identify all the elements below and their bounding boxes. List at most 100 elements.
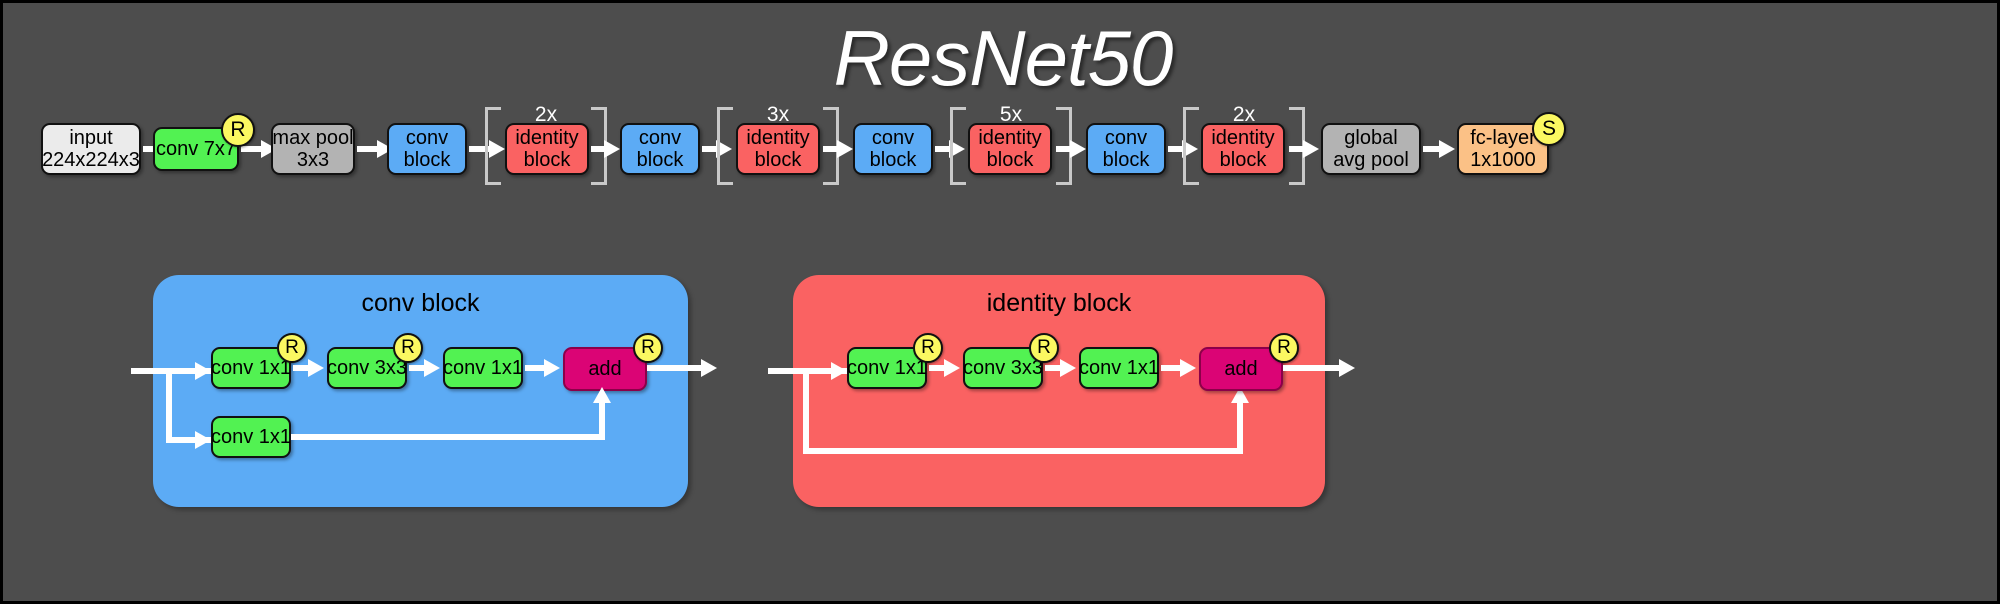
- pipeline-node-identity-block-3[interactable]: identity block: [968, 123, 1052, 175]
- pipeline-node-conv-block-2[interactable]: conv block: [620, 123, 700, 175]
- conv-block-shortcut-riser: [599, 399, 605, 437]
- arrow-line: [1161, 365, 1185, 371]
- node-label-line1: identity: [1211, 126, 1275, 149]
- node-label: conv 3x3: [326, 356, 408, 379]
- arrow-line: [929, 365, 949, 371]
- identity-block-add[interactable]: add: [1199, 347, 1283, 391]
- node-label-line1: fc-layer: [1470, 126, 1536, 149]
- node-label-line1: identity: [746, 126, 810, 149]
- node-label-line1: conv: [1104, 126, 1148, 149]
- node-label-line1: conv: [638, 126, 682, 149]
- conv-block-add[interactable]: add: [563, 347, 647, 391]
- conv-block-shortcut-conv-1x1[interactable]: conv 1x1: [211, 416, 291, 458]
- node-label-line1: identity: [978, 126, 1042, 149]
- node-label-line1: conv 7x7: [155, 137, 237, 160]
- node-label-line2: 3x3: [296, 149, 330, 171]
- node-label-line2: block: [403, 149, 451, 171]
- repeat-bracket-left: [1183, 107, 1199, 185]
- node-label: conv 1x1: [442, 356, 524, 379]
- node-label: add: [588, 357, 622, 380]
- badge-label: S: [1541, 117, 1556, 140]
- node-label-line1: identity: [515, 126, 579, 149]
- pipeline-node-input[interactable]: input 224x224x3: [41, 123, 141, 175]
- arrow-head: [544, 359, 560, 377]
- arrow-line: [525, 365, 549, 371]
- repeat-count: 3x: [766, 103, 790, 126]
- repeat-count: 2x: [534, 103, 558, 126]
- arrow-head: [716, 140, 732, 158]
- node-label-line2: block: [1102, 149, 1150, 171]
- arrow-line: [293, 365, 313, 371]
- arrow-head: [1060, 359, 1076, 377]
- conv-block-input-line: [131, 368, 213, 374]
- identity-block-output-line: [1283, 365, 1349, 371]
- arrow-line: [935, 146, 955, 152]
- node-label-line2: block: [986, 149, 1034, 171]
- pipeline-node-maxpool[interactable]: max pool 3x3: [271, 123, 355, 175]
- conv-block-shortcut-line: [166, 437, 213, 443]
- node-label-line2: block: [1219, 149, 1267, 171]
- badge-label: R: [1277, 337, 1291, 358]
- pipeline-node-conv-block-3[interactable]: conv block: [853, 123, 933, 175]
- pipeline-node-identity-block-4[interactable]: identity block: [1201, 123, 1285, 175]
- conv-block-conv-1x1-b[interactable]: conv 1x1: [443, 347, 523, 389]
- relu-badge-icon: R: [1269, 333, 1299, 363]
- conv-block-panel-title: conv block: [361, 289, 480, 317]
- pipeline-node-conv-block-1[interactable]: conv block: [387, 123, 467, 175]
- badge-label: R: [230, 118, 246, 141]
- pipeline-node-global-avg-pool[interactable]: global avg pool: [1321, 123, 1421, 175]
- arrow-head: [701, 359, 717, 377]
- arrow-line: [1423, 146, 1445, 152]
- arrow-head: [604, 140, 620, 158]
- arrow-head: [424, 359, 440, 377]
- pipeline-node-identity-block-2[interactable]: identity block: [736, 123, 820, 175]
- node-label: conv 1x1: [210, 425, 292, 448]
- node-label-line1: conv: [405, 126, 449, 149]
- arrow-head: [195, 362, 211, 380]
- conv-block-shortcut-branch: [166, 368, 172, 443]
- repeat-count: 2x: [1232, 103, 1256, 126]
- conv-block-output-line: [647, 365, 711, 371]
- relu-badge-icon: R: [913, 333, 943, 363]
- badge-label: R: [401, 337, 415, 358]
- arrow-line: [823, 146, 843, 152]
- badge-label: R: [641, 337, 655, 358]
- identity-block-conv-1x1-b[interactable]: conv 1x1: [1079, 347, 1159, 389]
- arrow-head: [195, 431, 211, 449]
- arrow-head: [489, 140, 505, 158]
- node-label-line2: 1x1000: [1470, 149, 1536, 171]
- relu-badge-icon: R: [1029, 333, 1059, 363]
- pipeline-node-conv-block-4[interactable]: conv block: [1086, 123, 1166, 175]
- arrow-head: [1182, 140, 1198, 158]
- arrow-head: [949, 140, 965, 158]
- arrow-head: [837, 140, 853, 158]
- node-label-line2: block: [869, 149, 917, 171]
- node-label-line1: conv: [871, 126, 915, 149]
- arrow-line: [357, 146, 377, 152]
- identity-block-conv-1x1-a[interactable]: conv 1x1: [847, 347, 927, 389]
- arrow-line: [702, 146, 722, 152]
- node-label-line1: max pool: [272, 126, 354, 149]
- arrow-head-up: [593, 387, 611, 403]
- repeat-bracket-left: [950, 107, 966, 185]
- arrow-line: [1168, 146, 1188, 152]
- softmax-badge-icon: S: [1532, 112, 1566, 146]
- repeat-bracket-left: [485, 107, 501, 185]
- relu-badge-icon: R: [633, 333, 663, 363]
- repeat-bracket-left: [717, 107, 733, 185]
- arrow-head: [1339, 359, 1355, 377]
- identity-block-shortcut-riser: [1237, 399, 1243, 451]
- node-label-line2: block: [754, 149, 802, 171]
- relu-badge-icon: R: [221, 113, 255, 147]
- pipeline-node-identity-block-1[interactable]: identity block: [505, 123, 589, 175]
- node-label: conv 1x1: [210, 356, 292, 379]
- arrow-line: [469, 146, 489, 152]
- badge-label: R: [921, 337, 935, 358]
- repeat-count: 5x: [999, 103, 1023, 126]
- conv-block-shortcut-return-line: [291, 434, 605, 440]
- node-label-line2: block: [636, 149, 684, 171]
- arrow-head-up: [1231, 387, 1249, 403]
- identity-block-input-line: [768, 368, 850, 374]
- arrow-line: [591, 146, 611, 152]
- relu-badge-icon: R: [393, 333, 423, 363]
